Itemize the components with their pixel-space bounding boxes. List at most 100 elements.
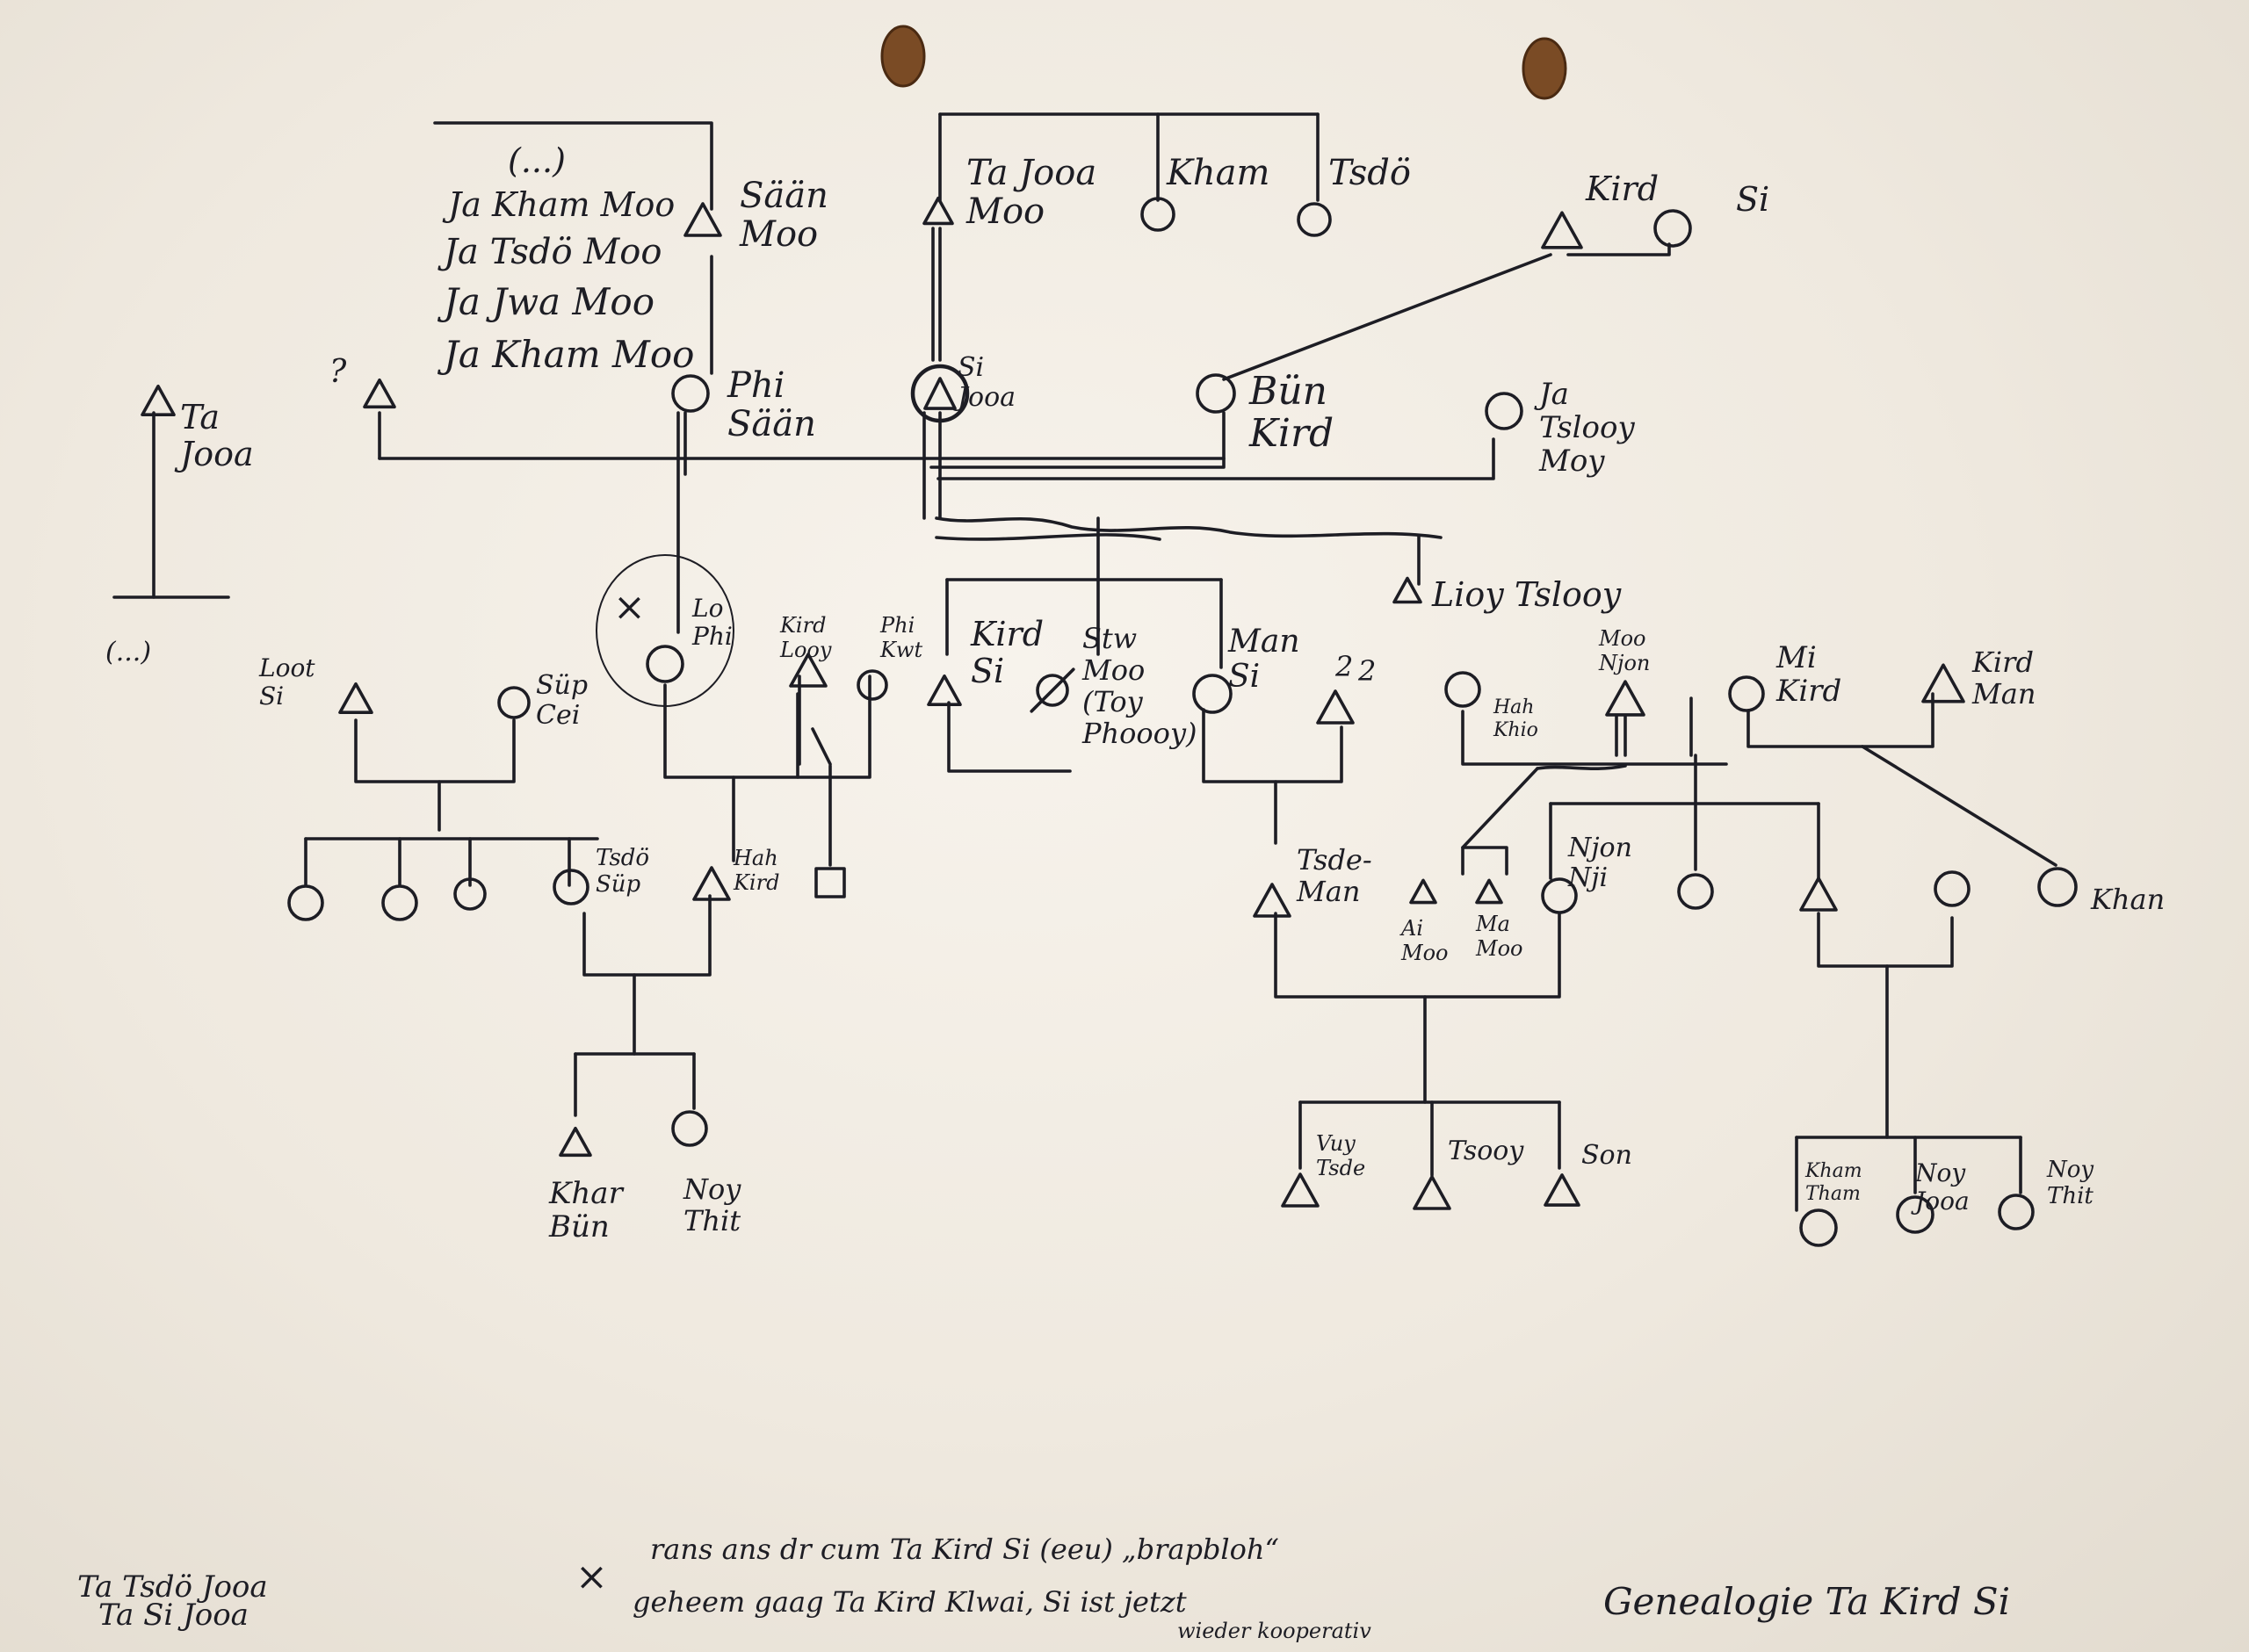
person-kird-looy-label: Kird [779, 613, 826, 638]
person-phi-saan-label: Phi [727, 365, 785, 406]
person-lo-pi-label: Lo [691, 594, 723, 623]
person-vuy-tsde-label: Tsde [1316, 1156, 1365, 1180]
unnamed-child-circle [381, 884, 418, 921]
person-phi-saan-label: Sään [727, 404, 816, 444]
person-si-label: Si [1736, 180, 1769, 219]
wife-list-line: Ja Jwa Moo [437, 280, 654, 323]
wife-list: (...) Ja Kham Moo Ja Tsdö Moo Ja Jwa Moo… [437, 141, 694, 376]
diagram-title: Genealogie Ta Kird Si [1603, 1580, 2010, 1623]
person-ta-jooa-left-label: Jooa [174, 435, 254, 473]
person-si-jooa-label: Si [958, 352, 984, 383]
person-ma-moo-label: Ma [1475, 912, 1510, 936]
person-ai-moo-male-symbol [1409, 878, 1437, 905]
person-ma-moo-male-symbol [1475, 878, 1503, 905]
person-stw-moo-label: Phoooy) [1081, 717, 1197, 750]
person-ta-jooa-moo-label: Moo [965, 191, 1045, 232]
person-tsdo-sup-label: Süp [596, 871, 641, 898]
person-kird-man-label: Man [1971, 677, 2036, 711]
person-ta-jooa-moo-label: Ta Jooa [966, 153, 1096, 193]
bottom-left-note: Ta Tsdö Jooa [77, 1569, 268, 1605]
person-loot-si-male-symbol [338, 682, 373, 714]
person-sup-cei-label: Cei [536, 700, 580, 731]
person-khan-label: Khan [2090, 883, 2165, 916]
person-khar-bun-male-symbol [559, 1126, 592, 1158]
unnamed-child-triangle [1799, 876, 1838, 912]
person-kird-si-label: Kird [970, 615, 1044, 653]
person-lioy-tslooy-male-symbol [1392, 576, 1422, 604]
person-njon-nji-female-symbol [1541, 877, 1578, 914]
person-lo-pi-label: Phi [691, 622, 733, 651]
person-vuy-tsde-male-symbol [1281, 1172, 1320, 1208]
person-ai-moo-label: Ai [1399, 916, 1423, 941]
person-noy-jooa-female-symbol [1896, 1195, 1934, 1234]
person-noy-thit-left-label: Thit [683, 1204, 741, 1237]
person-tsdo-female-symbol [1297, 202, 1332, 237]
person-bun-kird-female-symbol [1196, 373, 1236, 414]
person-noy-thit-right-label: Noy [2046, 1157, 2094, 1183]
person-stw-moo-label: Moo [1081, 653, 1145, 687]
person-hah-kird-male-symbol [692, 866, 731, 901]
person-ja-tslooy-moy-label: Tslooy [1539, 410, 1635, 445]
person-si-jooa-female-symbol-inner-triangle [923, 377, 957, 410]
person-kham-label: Kham [1166, 153, 1269, 193]
person-kird-male-symbol [1541, 211, 1583, 249]
person-unknown-q-label: ? [329, 354, 347, 390]
person-moo-njon-label: Njon [1598, 651, 1650, 675]
person-kird-man-male-symbol [1921, 663, 1965, 703]
person-stw-moo-label: (Toy [1082, 685, 1144, 718]
person-sup-cei-female-symbol [497, 686, 531, 719]
person-khar-bun-label: Khar [548, 1176, 625, 1211]
person-bun-kird-label: Kird [1248, 411, 1334, 456]
person-njon-nji-label: Njon [1567, 833, 1632, 863]
punch-hole-right [1522, 37, 1567, 100]
person-noy-jooa-label: Noy [1914, 1158, 1966, 1187]
person-phi-kwt-female-symbol [857, 669, 888, 701]
person-ai-moo-label: Moo [1400, 941, 1448, 965]
person-tsde-man-label: Tsde- [1297, 843, 1372, 876]
person-saan-moo-label: Sään [740, 176, 828, 216]
person-hah-khio-label: Khio [1493, 719, 1538, 741]
unnamed-child-square [814, 867, 846, 898]
person-unknown-q-male-symbol [363, 378, 396, 409]
person-kham-tham-label: Tham [1805, 1183, 1861, 1205]
footnote-line: wieder kooperativ [1177, 1619, 1371, 1643]
unknown-marker: 2 [1357, 654, 1376, 688]
person-khar-bun-label: Bün [548, 1209, 610, 1244]
person-tsdo-sup-female-symbol [553, 869, 589, 905]
person-vuy-tsde-label: Vuy [1316, 1131, 1356, 1156]
person-son-male-symbol [1544, 1173, 1580, 1207]
person-hah-khio-label: Hah [1493, 696, 1534, 718]
person-kird-looy-male-symbol [789, 653, 828, 688]
person-si-jooa-label: Jooa [952, 382, 1016, 413]
unnamed-child-circle [453, 877, 487, 911]
person-lioy-tslooy-label: Lioy Tslooy [1431, 575, 1622, 614]
person-mi-kird-label: Kird [1775, 674, 1841, 709]
person-lo-pi-female-symbol [646, 645, 684, 683]
person-bun-kird-label: Bün [1248, 369, 1327, 414]
person-moo-njon-label: Moo [1598, 626, 1645, 651]
person-noy-thit-left-label: Noy [683, 1172, 741, 1206]
person-kham-female-symbol [1140, 197, 1175, 232]
person-ja-tslooy-moy-female-symbol [1485, 392, 1523, 430]
person-kham-tham-female-symbol [1799, 1208, 1838, 1247]
person-ja-tslooy-moy-label: Moy [1538, 444, 1605, 479]
person-mi-kird-label: Mi [1775, 640, 1817, 675]
person-tsdo-label: Tsdö [1328, 153, 1411, 193]
footnote-cross-marker: × [613, 585, 646, 630]
kinship-lines [112, 112, 2057, 1212]
person-loot-si-label: Loot [258, 653, 315, 682]
person-kird-label: Kird [1585, 170, 1659, 208]
lo-phi-highlight-ring [596, 554, 734, 707]
person-hah-khio-female-symbol [1444, 671, 1481, 708]
person-man-si-label: Man [1227, 624, 1300, 660]
person-noy-thit-right-label: Thit [2047, 1183, 2094, 1209]
person-tsde-man-label: Man [1296, 875, 1360, 908]
footnote-mark: × [575, 1555, 608, 1599]
person-unknown-2a-male-symbol [1316, 689, 1355, 725]
person-ta-jooa-moo-male-symbol [922, 196, 954, 226]
unnamed-child-circle [1677, 873, 1714, 910]
person-sup-cei-label: Süp [536, 670, 588, 701]
